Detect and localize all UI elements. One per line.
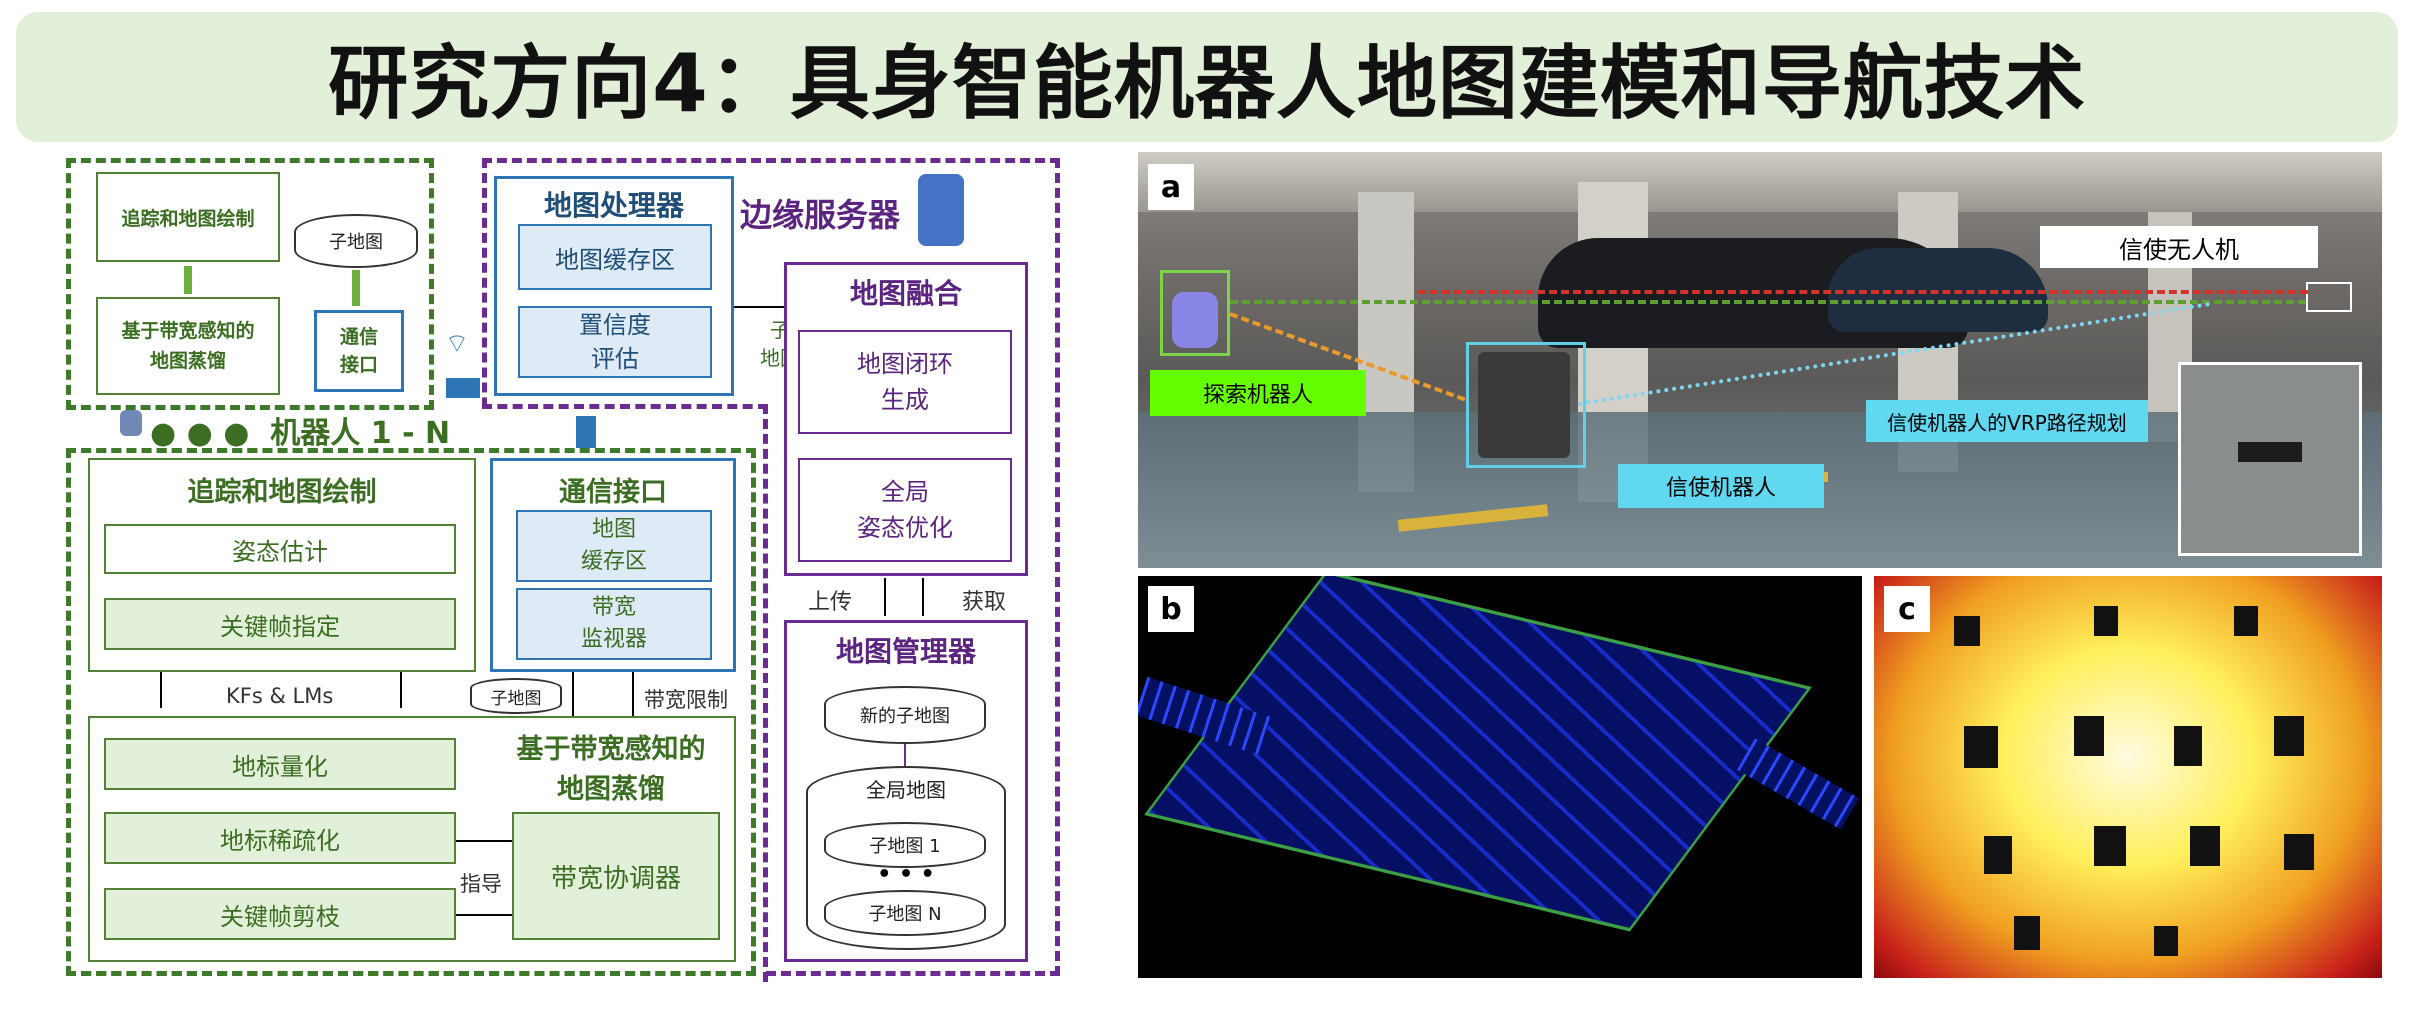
- bandwidth-coordinator-box: 带宽协调器: [512, 812, 720, 940]
- pointcloud-map: [1144, 576, 1812, 932]
- map-cache-box: 地图缓存区: [518, 224, 712, 290]
- panel-b-pointcloud: [1138, 576, 1862, 978]
- explore-robot: [1172, 292, 1218, 348]
- map-fusion-box: [784, 262, 1028, 576]
- arrow-bw-limit: [632, 672, 634, 716]
- arrow-blue-up: [576, 416, 596, 448]
- arrow-green-1: [184, 266, 192, 294]
- landmark-quantization-box: 地标量化: [104, 738, 456, 790]
- upload-label: 上传: [808, 590, 853, 615]
- arrow-kfs-1: [160, 672, 162, 708]
- map-fusion-title: 地图融合: [849, 277, 962, 310]
- distill-title: 基于带宽感知的 地图蒸馏: [516, 734, 706, 805]
- arrow-green-2: [352, 270, 360, 306]
- obstacle: [2174, 726, 2202, 766]
- submap-cylinder-top: 子地图: [294, 214, 418, 268]
- messenger-robot-bbox: [1466, 342, 1586, 468]
- obstacle: [2284, 834, 2314, 870]
- obstacle: [2094, 606, 2118, 636]
- obstacle: [1954, 616, 1980, 646]
- server-icon: [918, 174, 964, 246]
- arrow-upload: [884, 578, 886, 616]
- arrow-new-submap: [904, 744, 906, 766]
- obstacle: [1984, 836, 2012, 874]
- comm-interface-title: 通信接口: [559, 477, 667, 508]
- keyframe-box: 关键帧指定: [104, 598, 456, 650]
- explore-robot-bbox: [1160, 270, 1230, 356]
- edge-server-inner-border: [763, 404, 768, 982]
- panel-c-heatmap: [1874, 576, 2382, 978]
- submap1-cylinder: 子地图 1: [824, 822, 986, 868]
- bandwidth-limit-label: 带宽限制: [644, 688, 728, 712]
- comm-interface-box-top: 通信 接口: [314, 310, 404, 392]
- obstacle: [2274, 716, 2304, 756]
- arrow-guide-1: [456, 840, 512, 842]
- confidence-eval-box: 置信度 评估: [518, 306, 712, 378]
- path-green: [1230, 300, 2306, 304]
- distill-box-top: 基于带宽感知的 地图蒸馏: [96, 297, 280, 395]
- arrow-submap: [734, 306, 808, 308]
- panel-c-letter: c: [1884, 586, 1930, 632]
- panel-b-letter: b: [1148, 586, 1194, 632]
- obstacle: [2154, 926, 2178, 956]
- loop-closure-box: 地图闭环 生成: [798, 330, 1012, 434]
- global-pose-opt-box: 全局 姿态优化: [798, 458, 1012, 562]
- drone-bbox: [2306, 282, 2352, 312]
- global-map-label: 全局地图: [866, 778, 946, 802]
- ceiling: [1138, 152, 2382, 212]
- arrow-kfs-2: [400, 672, 402, 708]
- submap-small-cylinder: 子地图: [470, 678, 562, 714]
- fetch-label: 获取: [962, 590, 1007, 615]
- submap-dots: • • •: [877, 862, 935, 887]
- page-title: 研究方向4：具身智能机器人地图建模和导航技术: [328, 37, 2086, 130]
- arrow-fetch: [922, 578, 924, 616]
- robot-icon: [120, 410, 142, 436]
- arrow-submap-up: [572, 672, 574, 716]
- map-manager-title: 地图管理器: [835, 635, 976, 668]
- vrp-label: 信使机器人的VRP路径规划: [1866, 400, 2148, 442]
- obstacle: [2074, 716, 2104, 756]
- explore-robot-label: 探索机器人: [1150, 370, 1366, 416]
- obstacle: [1964, 726, 1998, 768]
- tracking-mapping-box-top: 追踪和地图绘制: [96, 172, 280, 262]
- pointcloud-ramp: [1737, 738, 1859, 830]
- messenger-robot-label: 信使机器人: [1618, 464, 1824, 508]
- wifi-icon: ⌔: [444, 328, 470, 359]
- panel-a-letter: a: [1148, 164, 1194, 210]
- drone: [2238, 442, 2302, 462]
- kfs-lms-label: KFs & LMs: [226, 684, 334, 708]
- guide-label: 指导: [460, 872, 502, 896]
- robot-group-top: [66, 158, 434, 410]
- robot-group-bottom-frame: [66, 448, 756, 976]
- keyframe-prune-box: 关键帧剪枝: [104, 888, 456, 940]
- edge-server-inner-top: [482, 404, 768, 409]
- obstacle: [2234, 606, 2258, 636]
- obstacle: [2014, 916, 2040, 950]
- edge-server-label: 边缘服务器: [740, 196, 901, 234]
- drone-label: 信使无人机: [2040, 226, 2318, 268]
- comm-cache-box: 地图 缓存区: [516, 510, 712, 582]
- obstacle: [2190, 826, 2220, 866]
- messenger-robot: [1478, 352, 1570, 458]
- submapN-cylinder: 子地图 N: [824, 890, 986, 936]
- path-red: [1418, 290, 2308, 294]
- tracking-mapping-title: 追踪和地图绘制: [187, 477, 377, 508]
- new-submap-cylinder: 新的子地图: [824, 686, 986, 744]
- obstacle: [2094, 826, 2126, 866]
- bandwidth-monitor-box: 带宽 监视器: [516, 588, 712, 660]
- arrow-blue-right: [446, 378, 480, 398]
- landmark-sparsify-box: 地标稀疏化: [104, 812, 456, 864]
- pose-estimation-box: 姿态估计: [104, 524, 456, 574]
- title-bar: 研究方向4：具身智能机器人地图建模和导航技术: [16, 12, 2398, 142]
- panel-a-photo: [1138, 152, 2382, 568]
- map-processor-title: 地图处理器: [543, 189, 684, 222]
- arrow-guide-2: [456, 914, 512, 916]
- robots-label: ● ● ● 机器人 1 - N: [150, 416, 451, 451]
